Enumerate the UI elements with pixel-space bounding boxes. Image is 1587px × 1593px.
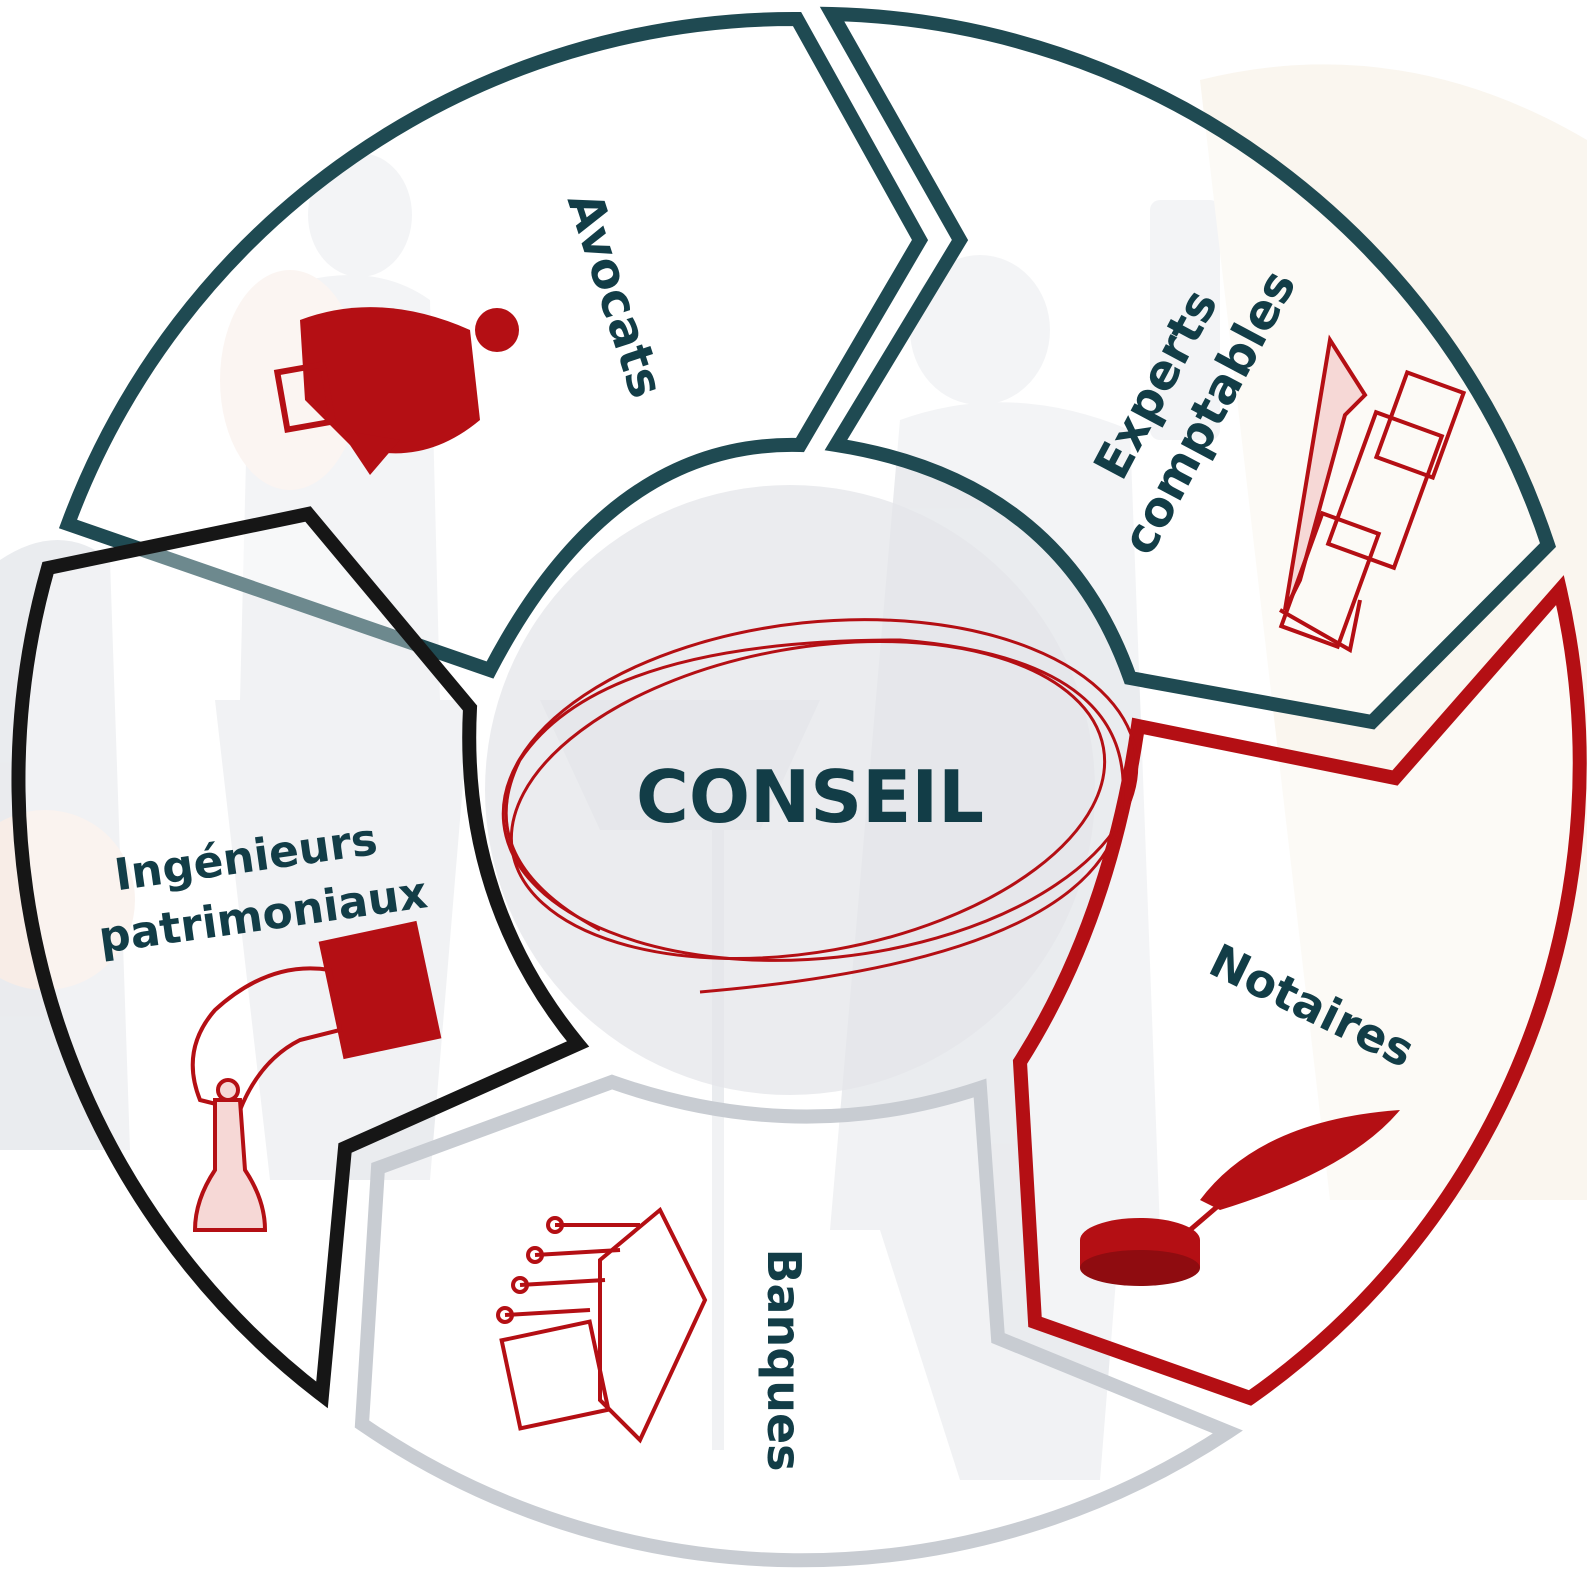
center-hub[interactable]: CONSEIL [485,485,1154,1095]
segment-notaires[interactable] [1012,575,1587,1406]
growth-chart-icon [1278,334,1467,654]
segment-ingenieurs[interactable] [11,506,590,1409]
segment-ingenieurs-border [11,506,590,1409]
center-label: CONSEIL [636,755,984,839]
lawyer-icon [273,307,519,475]
segment-banques[interactable] [354,1074,1243,1568]
chess-hand-icon [190,920,442,1232]
label-banques: Banques [757,1248,811,1471]
bank-icon [496,1206,708,1444]
scribble-circle-icon [501,618,1139,994]
segment-notaires-border [1012,575,1587,1406]
segment-banques-border [354,1074,1243,1568]
segment-experts-border [819,6,1557,730]
quill-inkwell-icon [1080,1110,1400,1286]
segment-experts[interactable] [819,6,1557,730]
